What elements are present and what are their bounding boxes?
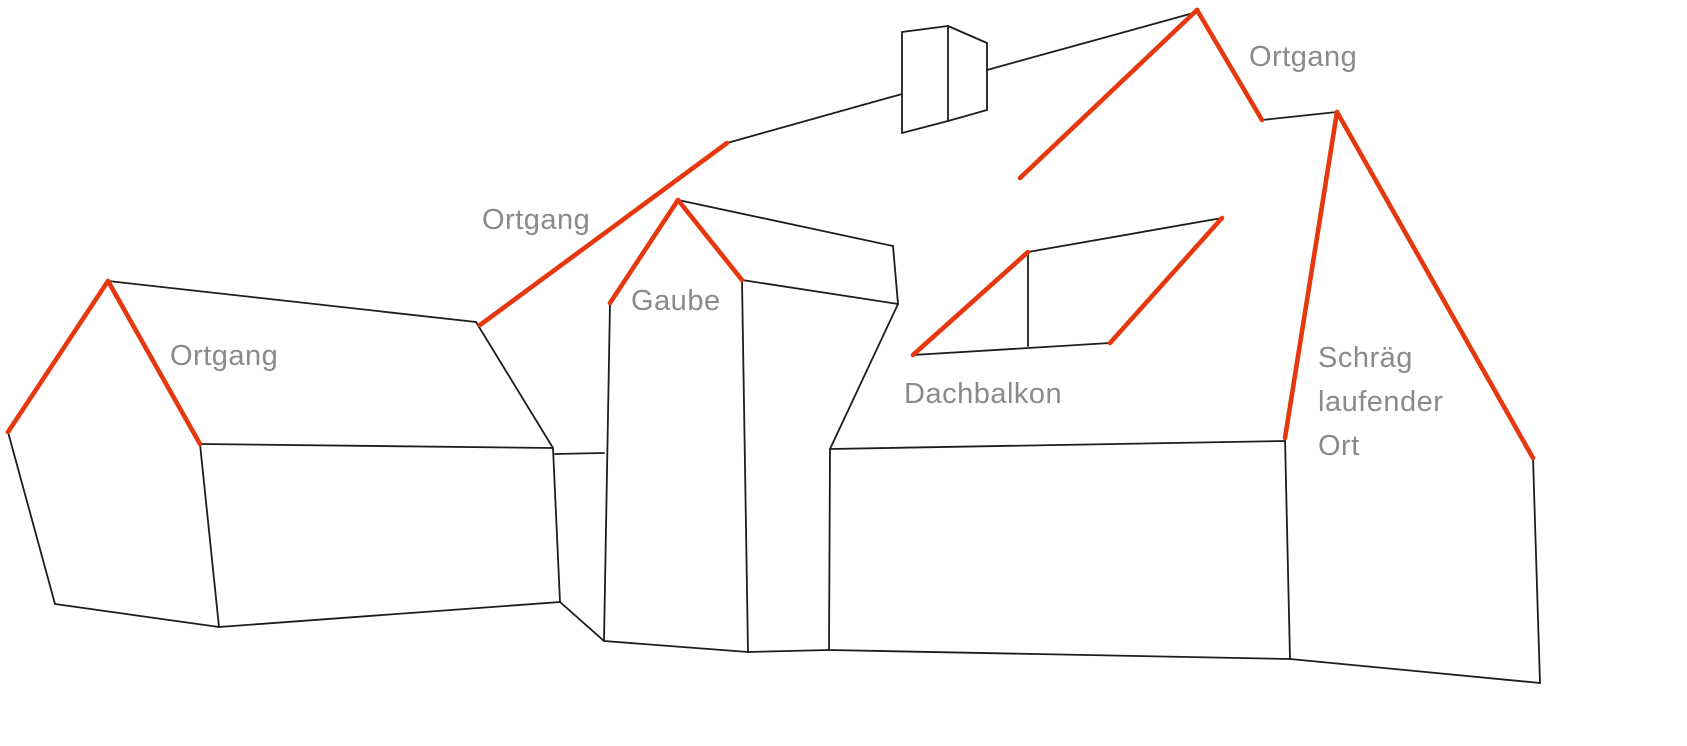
right-wing-bottom	[1289, 658, 1541, 684]
label-ortgang-left-house: Ortgang	[170, 340, 278, 372]
main-wall-left-bottom	[559, 601, 605, 642]
gaube-right-wall	[741, 279, 749, 653]
right-wing-left-corner	[1284, 437, 1291, 660]
label-ort: Ort	[1318, 430, 1360, 462]
labels: OrtgangOrtgangGaubeDachbalkonOrtgangSchr…	[170, 41, 1443, 462]
label-dachbalkon: Dachbalkon	[904, 378, 1062, 410]
right-wing-right-corner	[1532, 457, 1541, 684]
main-wall-bottom	[828, 649, 1291, 660]
chimney-bottom-front	[901, 120, 949, 134]
ortgang-left-house-left	[5, 278, 111, 435]
left-wing-bottom	[218, 601, 561, 628]
ortgang-gaube-left	[607, 197, 681, 306]
ortgang-rear-gable-right	[1194, 7, 1265, 123]
label-ortgang-rear-gable: Ortgang	[1249, 41, 1357, 73]
gaube-back-edge	[892, 245, 899, 305]
label-schraeg: Schräg	[1318, 342, 1413, 374]
ortgang-main-roof	[477, 140, 730, 328]
gaube-side-bottom	[747, 649, 830, 653]
main-roof-gaube-joint	[829, 303, 899, 450]
left-house-left-corner	[7, 431, 56, 605]
ortgang-right-wing-right	[1334, 109, 1536, 461]
main-eave-left-sliver	[554, 452, 605, 455]
right-wing-ridge	[1261, 111, 1338, 121]
label-ortgang-main-roof: Ortgang	[482, 204, 590, 236]
gaube-left-wall	[603, 302, 611, 642]
chimney-top-right	[947, 25, 988, 44]
gaube-eave	[741, 279, 899, 305]
ortgang-rear-gable-left	[1017, 7, 1200, 181]
chimney-top-front	[901, 25, 949, 33]
left-wing-eave	[199, 443, 554, 449]
left-house-bottom	[54, 603, 220, 628]
left-house-right-corner	[199, 443, 220, 628]
main-eave	[829, 440, 1286, 450]
ortgang-left-house-right	[105, 278, 203, 447]
ortgang-gaube-right	[675, 197, 745, 283]
main-ridge-right	[986, 11, 1198, 71]
balcony-top-edge	[1027, 217, 1223, 253]
label-gaube: Gaube	[631, 285, 721, 317]
outline-lines	[7, 11, 1541, 684]
label-laufender: laufender	[1318, 386, 1443, 418]
gaube-bottom	[603, 640, 749, 653]
left-house-ridge	[107, 280, 477, 323]
dachbalkon-ort-right	[1107, 215, 1225, 346]
gaube-side-back-corner	[828, 448, 831, 651]
highlight-lines	[5, 7, 1536, 461]
left-wing-roof-edge	[475, 321, 554, 449]
dachbalkon-ort-left	[910, 249, 1031, 358]
chimney-bottom-right	[947, 109, 988, 122]
balcony-bottom-edge	[912, 342, 1111, 356]
gaube-ridge	[677, 199, 894, 247]
main-ridge-left	[726, 93, 903, 144]
schraeg-laufender-ort-edge	[1282, 109, 1340, 441]
left-wing-right-corner	[552, 447, 561, 603]
